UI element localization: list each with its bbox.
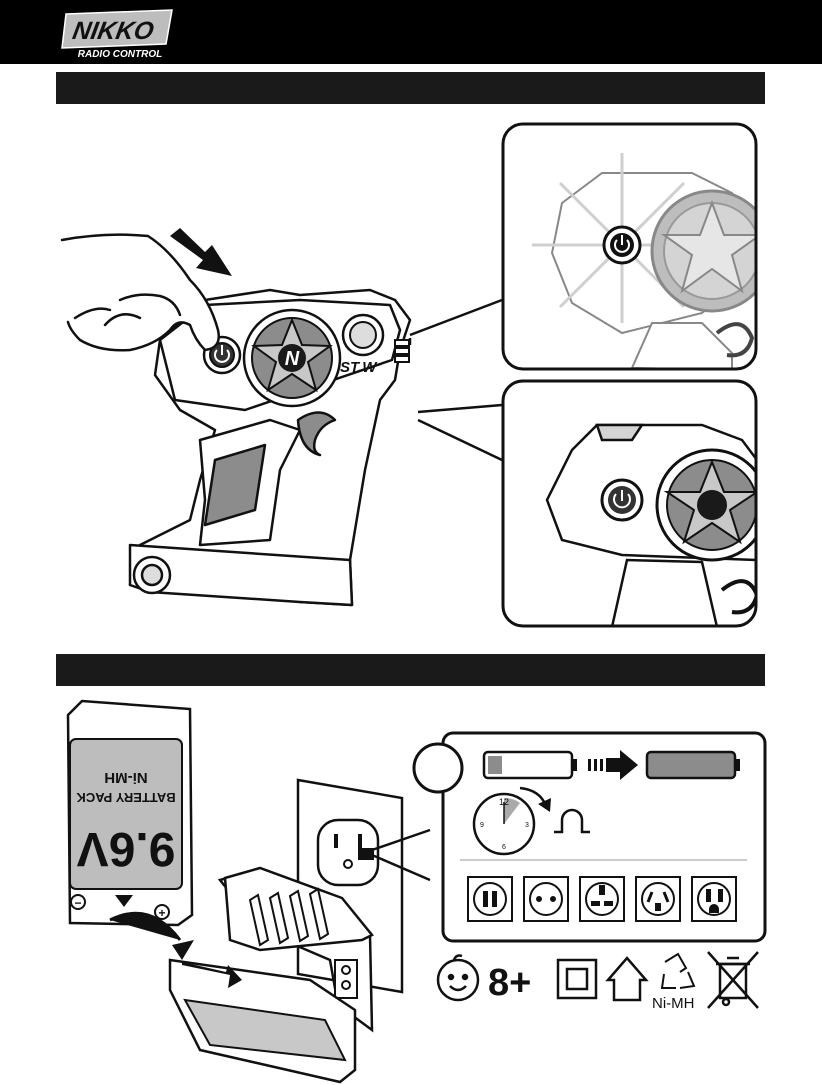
clock-6: 6: [502, 844, 506, 851]
charge-info-panel: 12 3 6 9: [442, 732, 767, 942]
crossed-bin-icon: [708, 952, 758, 1008]
battery-full-icon: [647, 752, 740, 778]
clock-9: 9: [480, 822, 484, 829]
step-badge: [412, 742, 464, 794]
child-face-icon: [438, 956, 478, 1001]
age-label: 8+: [488, 962, 531, 1004]
clock-3: 3: [525, 822, 529, 829]
recycle-icon: [662, 954, 694, 988]
plug-type-icon: [468, 877, 736, 921]
footer-symbols: 8+ Ni-MH: [440, 950, 770, 1010]
clock-12: 12: [499, 797, 509, 807]
recycle-chemistry: Ni-MH: [652, 995, 695, 1012]
battery-empty-icon: [484, 752, 577, 778]
double-insulation-icon: [558, 960, 596, 998]
indoor-use-icon: [608, 958, 646, 1000]
